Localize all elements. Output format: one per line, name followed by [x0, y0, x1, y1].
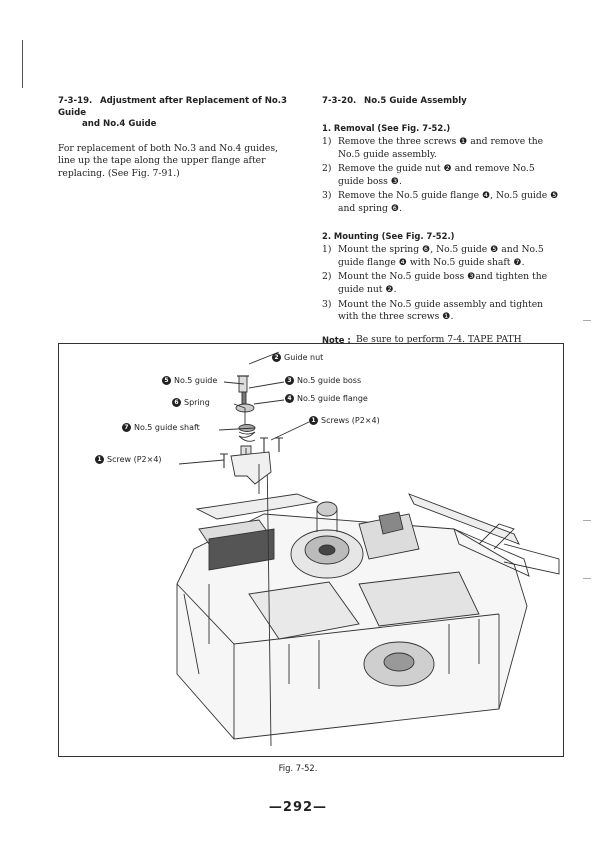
callout-number: 5	[162, 376, 171, 385]
mounting-step: 3) Mount the No.5 guide assembly and tigh…	[322, 299, 562, 324]
removal-heading: 1. Removal (See Fig. 7-52.)	[322, 122, 451, 133]
section-title-line1: Adjustment after Replacement of No.3 Gui…	[58, 96, 288, 118]
callout-label: Guide nut	[284, 353, 324, 362]
mechanism-illustration	[176, 351, 560, 747]
removal-step: 1) Remove the three screws ❶ and remove t…	[322, 136, 562, 161]
mounting-step: 1) Mount the spring ❻, No.5 guide ❺ and N…	[322, 244, 562, 269]
callout-label: Screws (P2×4)	[321, 416, 380, 425]
step-text: Mount the No.5 guide assembly and tighte…	[338, 298, 544, 323]
mounting-heading: 2. Mounting (See Fig. 7-52.)	[322, 230, 455, 241]
step-text: Remove the guide nut ❷ and remove No.5 g…	[338, 163, 535, 187]
step-number: 3)	[322, 190, 332, 202]
callout-label: No.5 guide shaft	[134, 423, 200, 432]
callout-number: 4	[285, 394, 294, 403]
callout-label: Screw (P2×4)	[107, 455, 162, 464]
left-section-body: For replacement of both No.3 and No.4 gu…	[58, 142, 278, 179]
page-number: —292—	[268, 800, 328, 815]
step-text: Remove the three screws ❶ and remove the…	[338, 136, 544, 160]
callout-number: 1	[95, 455, 104, 464]
edge-mark	[583, 520, 591, 521]
section-number: 7-3-19.	[58, 96, 93, 106]
step-number: 2)	[322, 271, 332, 283]
callout-label: No.5 guide	[174, 376, 218, 385]
step-number: 3)	[322, 298, 332, 310]
callout-number: 2	[272, 353, 281, 362]
step-number: 1)	[322, 136, 332, 148]
callout-number: 3	[285, 376, 294, 385]
step-text: Mount the spring ❻, No.5 guide ❺ and No.…	[338, 244, 544, 268]
removal-step: 2) Remove the guide nut ❷ and remove No.5…	[322, 163, 562, 188]
margin-rule	[22, 40, 23, 88]
callout-number: 6	[172, 398, 181, 407]
right-section: 7-3-20. No.5 Guide Assembly 1. Removal (S…	[322, 96, 562, 359]
right-section-title: 7-3-20. No.5 Guide Assembly	[322, 96, 562, 108]
callout-number: 7	[122, 423, 131, 432]
figure-caption: Fig. 7-52.	[278, 763, 318, 773]
edge-mark	[583, 320, 591, 321]
section-title: No.5 Guide Assembly	[364, 96, 467, 106]
section-number: 7-3-20.	[322, 96, 357, 106]
step-number: 1)	[322, 244, 332, 256]
left-section-title: 7-3-19.Adjustment after Replacement of N…	[58, 96, 298, 131]
note-label: Note :	[322, 334, 351, 345]
left-section: 7-3-19.Adjustment after Replacement of N…	[58, 96, 298, 180]
step-text: Mount the No.5 guide boss ❸and tighten t…	[338, 271, 548, 296]
callout-label: No.5 guide boss	[297, 376, 362, 385]
section-title-line2: and No.4 Guide	[82, 119, 157, 129]
step-text: Remove the No.5 guide flange ❹, No.5 gui…	[338, 190, 559, 215]
step-number: 2)	[322, 163, 332, 175]
mounting-step: 2) Mount the No.5 guide boss ❸and tighten…	[322, 271, 562, 296]
callout-label: No.5 guide flange	[297, 394, 368, 403]
edge-mark	[583, 578, 591, 579]
removal-step: 3) Remove the No.5 guide flange ❹, No.5 g…	[322, 190, 562, 215]
callout-label: Spring	[184, 398, 210, 407]
callout-number: 1	[309, 416, 318, 425]
